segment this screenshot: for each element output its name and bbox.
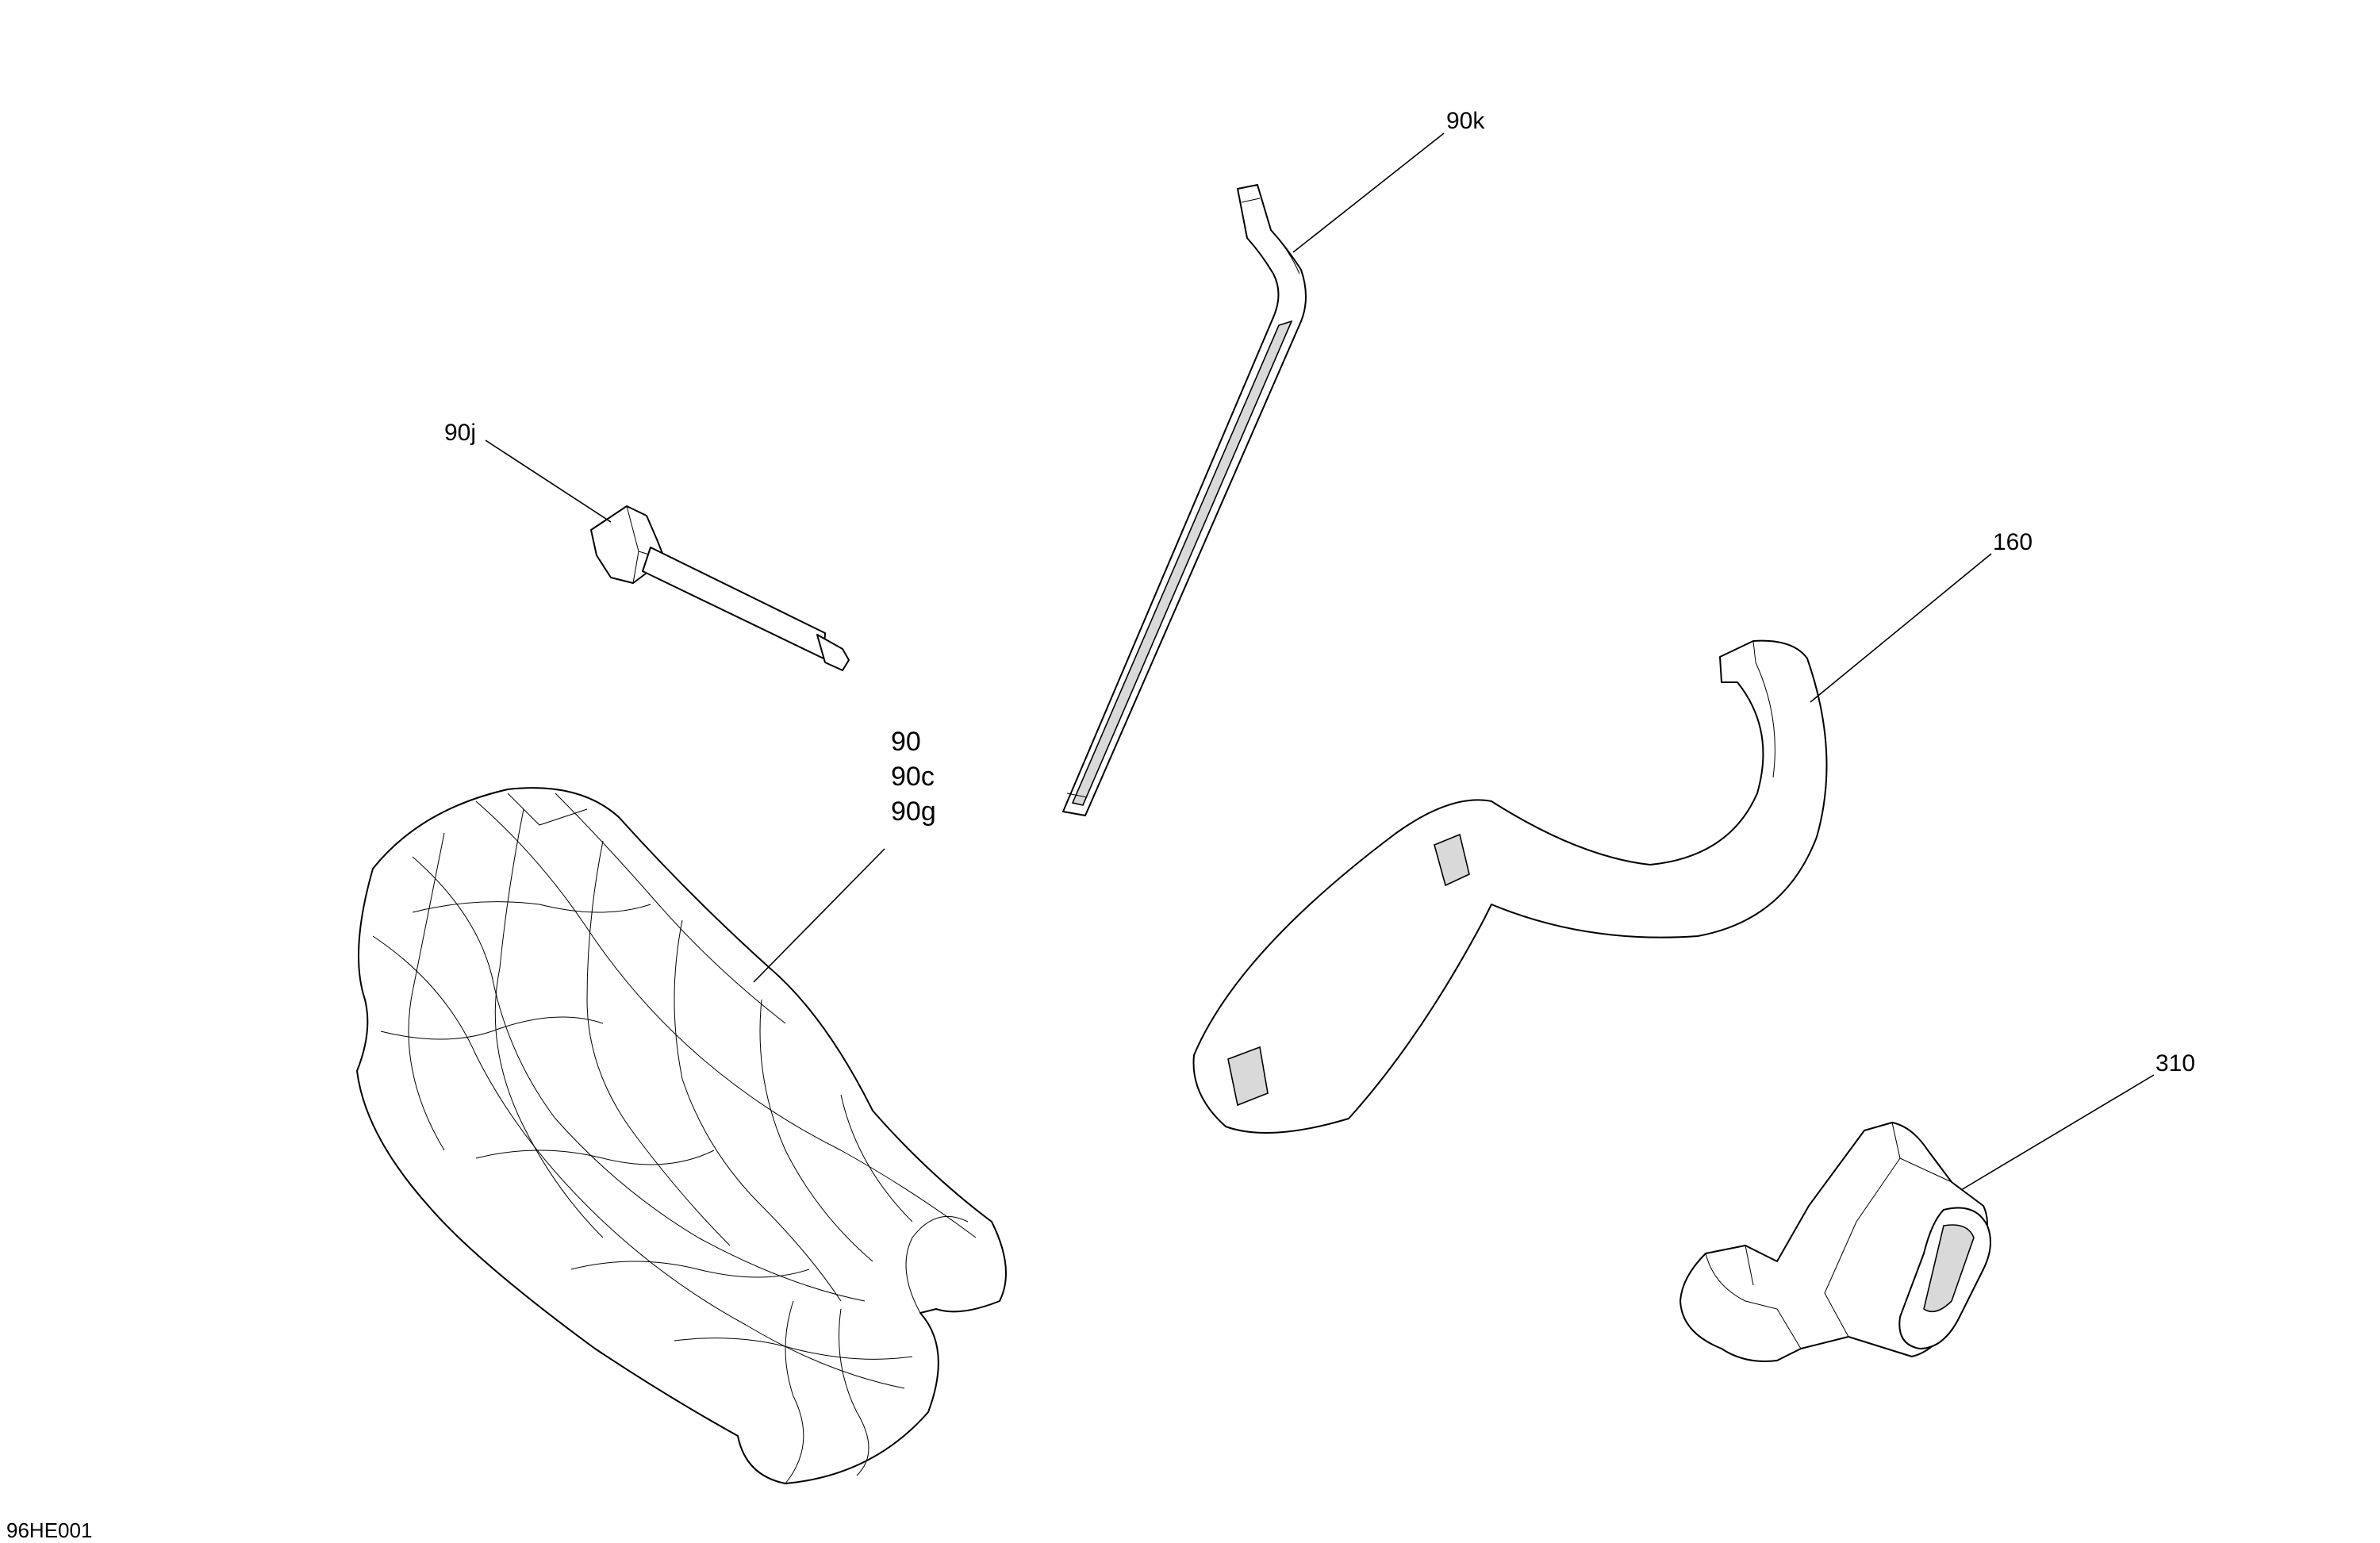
- part-90k-torx-key: 90k: [1062, 108, 1485, 816]
- part-90j-torx-bit: 90j: [444, 420, 850, 671]
- leader-90k: [1292, 132, 1445, 253]
- leader-160: [1810, 553, 1992, 703]
- leader-90: [753, 848, 885, 983]
- callout-90c: 90c: [891, 762, 935, 792]
- leader-310: [1960, 1074, 2155, 1191]
- part-310-bracket: 310: [1679, 1050, 2195, 1362]
- callout-160: 160: [1993, 529, 2033, 555]
- callout-90g: 90g: [891, 796, 936, 827]
- leader-90j: [485, 439, 612, 523]
- callout-310: 310: [2155, 1050, 2195, 1077]
- part-160-spanner-wrench: 160: [1192, 529, 2033, 1134]
- drawing-code: 96HE001: [6, 1518, 92, 1542]
- callout-90: 90: [891, 727, 921, 757]
- callout-90j: 90j: [444, 420, 476, 446]
- part-90-mesh-tool: 90 90c 90g: [356, 727, 1007, 1484]
- callout-90k: 90k: [1446, 108, 1485, 134]
